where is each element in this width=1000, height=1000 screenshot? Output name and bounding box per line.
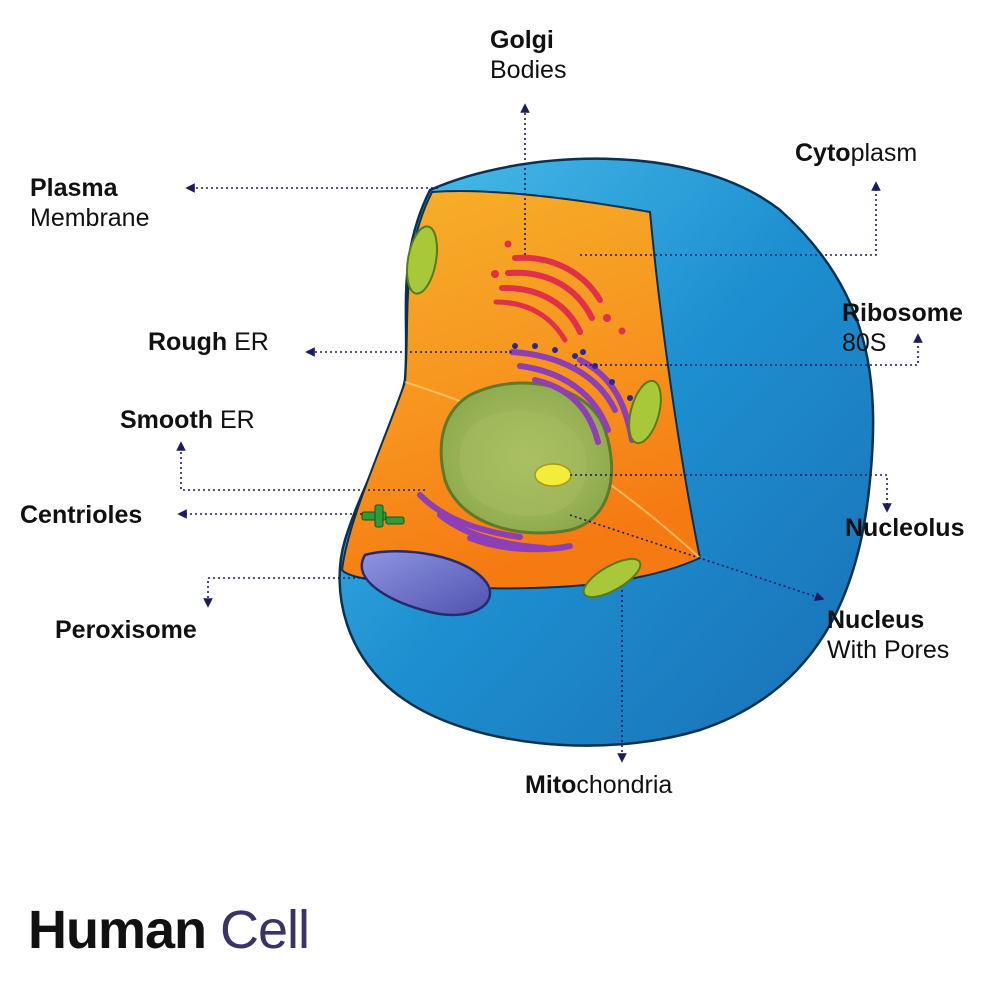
leader-peroxisome: [203, 577, 365, 608]
label-nucleolus: Nucleolus: [845, 513, 964, 543]
title-bold: Human: [28, 900, 207, 960]
rough-er: [509, 349, 635, 445]
label-plasma-membrane-bold: Plasma: [30, 174, 118, 202]
label-rough-er-bold: Rough: [148, 328, 228, 356]
label-peroxisome-bold: Peroxisome: [55, 616, 197, 644]
label-nucleus-normal: With Pores: [827, 636, 950, 664]
label-golgi: Golgi Bodies: [490, 25, 566, 85]
label-peroxisome: Peroxisome: [55, 615, 197, 645]
label-mitochondria-normal: chondria: [576, 771, 673, 799]
nucleolus: [534, 463, 572, 487]
peroxisome: [360, 550, 492, 617]
label-plasma-membrane-normal: Membrane: [30, 204, 150, 232]
nucleus-inner: [459, 411, 587, 516]
label-golgi-bold: Golgi: [490, 26, 554, 54]
title-normal: Cell: [220, 900, 310, 960]
leader-ribosome: [575, 333, 923, 366]
leader-nucleus: [569, 514, 825, 602]
leader-smooth-er: [176, 441, 425, 491]
label-centrioles-bold: Centrioles: [20, 501, 143, 529]
label-cytoplasm: Cytoplasm: [795, 138, 917, 168]
label-ribosome: Ribosome 80S: [842, 298, 963, 358]
label-ribosome-normal: 80S: [842, 329, 887, 357]
label-mitochondria: Mitochondria: [525, 770, 672, 800]
label-smooth-er-normal: ER: [220, 406, 255, 434]
label-golgi-normal: Bodies: [490, 56, 567, 84]
label-mitochondria-bold: Mito: [525, 771, 577, 799]
centrioles: [361, 504, 405, 528]
leader-cytoplasm: [580, 181, 881, 256]
mitochondria: [406, 225, 662, 599]
label-nucleus-bold: Nucleus: [827, 606, 925, 634]
label-plasma-membrane: Plasma Membrane: [30, 173, 150, 233]
label-rough-er-normal: ER: [234, 328, 269, 356]
ribosomes: [512, 343, 633, 401]
golgi-bodies: [491, 240, 626, 343]
label-rough-er: Rough ER: [148, 327, 269, 357]
label-centrioles: Centrioles: [20, 500, 142, 530]
leader-nucleolus: [570, 474, 892, 513]
leader-lines: [176, 103, 923, 763]
diagram-title: Human Cell: [28, 898, 310, 962]
label-nucleolus-bold: Nucleolus: [845, 514, 965, 542]
label-smooth-er: Smooth ER: [120, 405, 255, 435]
label-cytoplasm-bold: Cyto: [795, 139, 851, 167]
smooth-er: [417, 492, 573, 553]
label-smooth-er-bold: Smooth: [120, 406, 214, 434]
label-ribosome-bold: Ribosome: [842, 299, 963, 327]
label-cytoplasm-normal: plasm: [850, 139, 918, 167]
label-nucleus: Nucleus With Pores: [827, 605, 949, 665]
